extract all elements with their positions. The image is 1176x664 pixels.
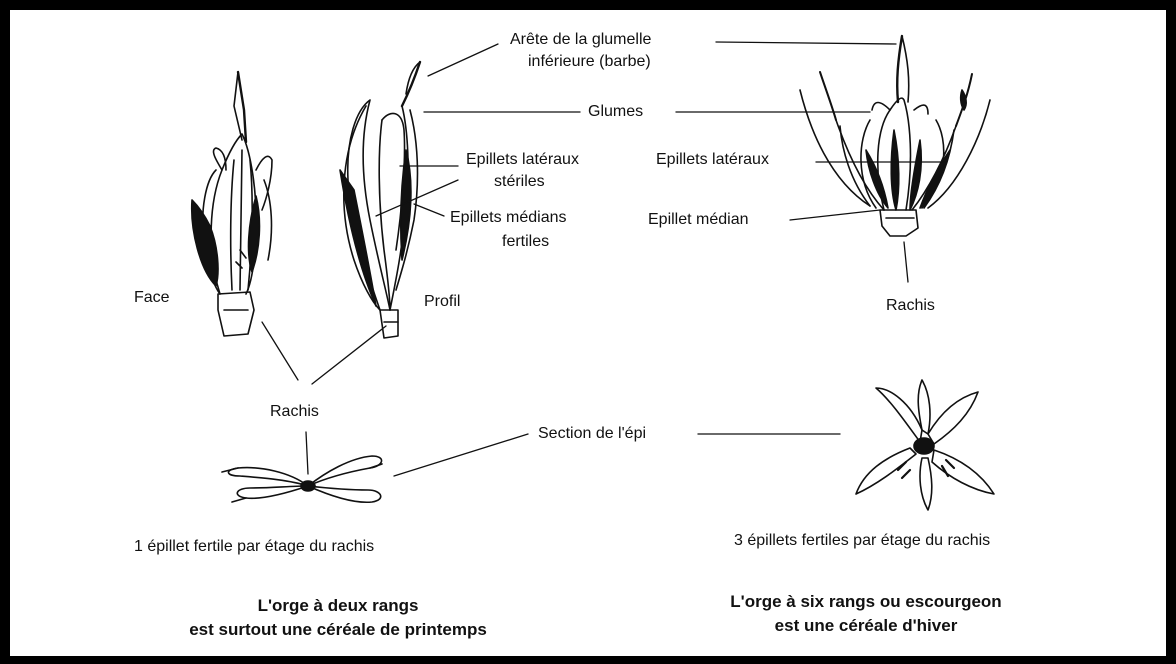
label-rachis-left: Rachis xyxy=(270,402,319,422)
six-row-spikelet-drawing xyxy=(800,36,990,236)
label-epillets-medians-2: fertiles xyxy=(502,232,549,252)
diagram-frame: Arête de la glumelle inférieure (barbe) … xyxy=(10,10,1166,656)
label-epillet-median: Epillet médian xyxy=(648,210,749,230)
title-six-row: L'orge à six rangs ou escourgeon est une… xyxy=(686,590,1046,638)
label-glumes: Glumes xyxy=(588,102,643,122)
face-spikelet-drawing xyxy=(192,72,272,336)
title-two-row: L'orge à deux rangs est surtout une céré… xyxy=(158,594,518,642)
label-epillets-lateraux: Epillets latéraux xyxy=(656,150,769,170)
title-six-row-line2: est une céréale d'hiver xyxy=(686,614,1046,638)
profile-spikelet-drawing xyxy=(340,62,420,338)
label-epillets-lateraux-steriles-1: Epillets latéraux xyxy=(466,150,579,170)
label-face: Face xyxy=(134,288,170,308)
caption-right: 3 épillets fertiles par étage du rachis xyxy=(734,532,990,550)
six-row-section-drawing xyxy=(856,380,994,510)
label-profil: Profil xyxy=(424,292,460,312)
two-row-section-drawing xyxy=(222,456,382,502)
title-two-row-line2: est surtout une céréale de printemps xyxy=(158,618,518,642)
label-rachis-right: Rachis xyxy=(886,296,935,316)
label-section: Section de l'épi xyxy=(538,424,646,444)
label-epillets-medians-1: Epillets médians xyxy=(450,208,567,228)
label-arete-line2: inférieure (barbe) xyxy=(528,52,651,72)
title-two-row-line1: L'orge à deux rangs xyxy=(158,594,518,618)
title-six-row-line1: L'orge à six rangs ou escourgeon xyxy=(686,590,1046,614)
label-epillets-lateraux-steriles-2: stériles xyxy=(494,172,545,192)
label-arete-line1: Arête de la glumelle xyxy=(510,30,651,50)
caption-left: 1 épillet fertile par étage du rachis xyxy=(134,538,374,556)
